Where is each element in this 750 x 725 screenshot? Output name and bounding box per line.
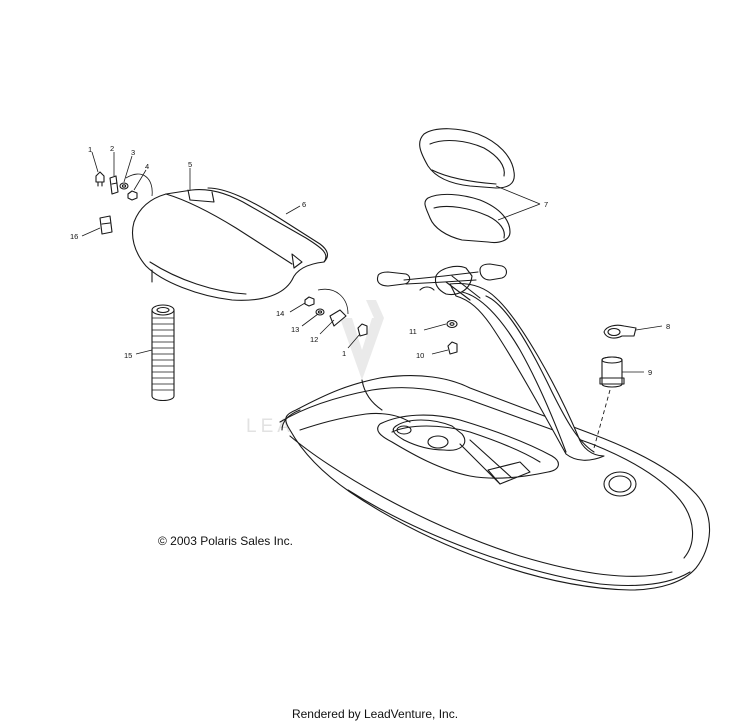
hose-part-15 <box>151 304 175 402</box>
nut-part-14 <box>304 296 315 307</box>
screw-part-10 <box>447 341 458 355</box>
screw-part-1a <box>95 171 105 187</box>
engine-cover <box>131 187 329 301</box>
washer-part-11 <box>446 319 458 329</box>
steering-pole <box>376 263 605 461</box>
handle-pad-lower <box>424 193 511 244</box>
footer-credit: Rendered by LeadVenture, Inc. <box>291 707 459 721</box>
nut-part-4 <box>127 190 138 201</box>
assembly-arc-upper <box>125 173 153 197</box>
callout-5: 5 <box>188 160 192 169</box>
clip-part-2 <box>109 175 119 195</box>
callout-6: 6 <box>302 200 306 209</box>
callout-2: 2 <box>110 144 114 153</box>
washer-part-3 <box>119 182 129 190</box>
callout-labels: 1 2 3 4 5 6 7 8 9 10 11 12 13 14 15 16 1 <box>70 144 670 377</box>
callout-1-second: 1 <box>342 349 346 358</box>
callout-11: 11 <box>409 327 417 336</box>
handle-pad-upper <box>419 128 515 189</box>
callout-13: 13 <box>291 325 299 334</box>
latch-part-16 <box>99 215 113 235</box>
callout-10: 10 <box>416 351 424 360</box>
callout-leaders <box>81 151 663 373</box>
callout-7: 7 <box>544 200 548 209</box>
callout-4: 4 <box>145 162 149 171</box>
callout-3: 3 <box>131 148 135 157</box>
cap-part-9 <box>599 356 625 388</box>
hull <box>279 375 711 591</box>
bracket-part-12 <box>329 309 347 327</box>
cap-assembly-line <box>593 389 611 449</box>
callout-1: 1 <box>88 145 92 154</box>
callout-14: 14 <box>276 309 284 318</box>
callout-12: 12 <box>310 335 318 344</box>
callout-9: 9 <box>648 368 652 377</box>
assembly-arc-lower <box>317 288 349 315</box>
callout-15: 15 <box>124 351 132 360</box>
copyright-notice: © 2003 Polaris Sales Inc. <box>158 534 293 548</box>
callout-8: 8 <box>666 322 670 331</box>
callout-16: 16 <box>70 232 78 241</box>
washer-part-13 <box>315 308 325 316</box>
clamp-part-8 <box>603 324 637 339</box>
